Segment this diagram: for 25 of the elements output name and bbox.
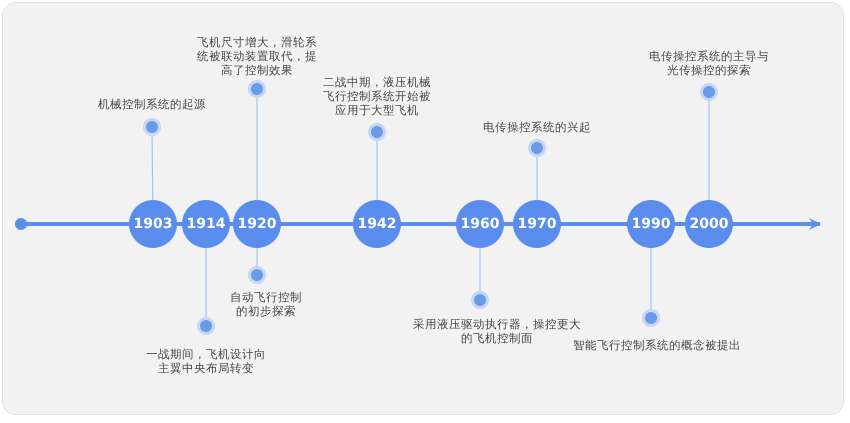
connector-line [479,248,481,294]
event-dot [251,269,263,281]
event-dot [645,312,657,324]
event-description: 二战中期，液压机械飞行控制系统开始被应用于大型飞机 [322,75,432,117]
event-dot [371,126,383,138]
connector-line [205,248,207,320]
event-description: 电传操控系统的兴起 [482,120,592,134]
connector-line [256,95,258,200]
connector-line [536,154,538,200]
connector-line [650,248,652,312]
event-dot [146,121,158,133]
connector-line [376,138,378,200]
event-description: 一战期间，飞机设计向主翼中央布局转变 [145,347,267,375]
event-dot [474,294,486,306]
event-dot [531,142,543,154]
connector-line [256,248,258,269]
event-description: 机械控制系统的起源 [97,97,207,111]
connector-line [151,133,154,200]
event-dot [703,86,715,98]
event-description: 自动飞行控制的初步探索 [229,290,303,318]
event-dot [200,320,212,332]
event-description: 电传操控系统的主导与光传操控的探索 [648,49,770,77]
event-description: 飞机尺寸增大，滑轮系统被联动装置取代，提高了控制效果 [196,35,318,77]
event-dot [251,83,263,95]
connector-line [708,98,710,200]
